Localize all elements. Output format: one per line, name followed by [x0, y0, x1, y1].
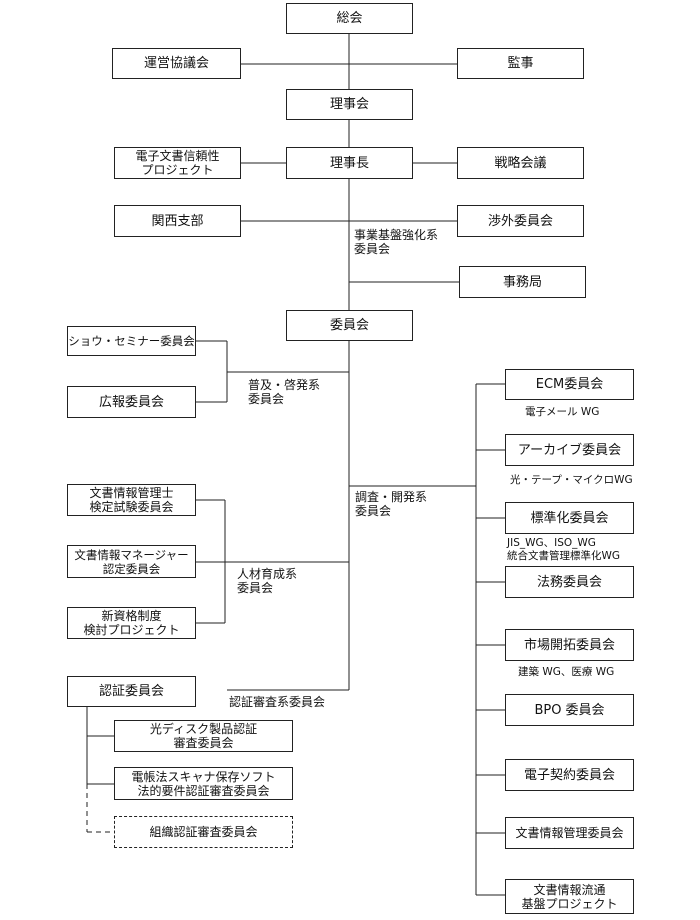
- promotion-line1: 普及・啓発系: [248, 378, 321, 392]
- optical-disc-line2: 審査委員会: [173, 736, 234, 750]
- research-development-label: 調査・開発系 委員会: [355, 490, 427, 518]
- e-document-project-line2: プロジェクト: [141, 163, 214, 177]
- chairman-box: 理事長: [286, 147, 413, 179]
- e-document-project-line1: 電子文書信頼性: [135, 149, 220, 163]
- scanner-software-line2: 法的要件認証審査委員会: [137, 783, 270, 798]
- standardization-wg-note-1: JIS_WG、ISO_WG: [507, 537, 596, 549]
- auditor-label: 監事: [507, 56, 534, 71]
- exam-committee-line1: 文書情報管理士: [89, 486, 174, 500]
- optical-disc-box: 光ディスク製品認証 審査委員会: [114, 720, 293, 752]
- standardization-committee-box: 標準化委員会: [505, 502, 634, 534]
- legal-committee-box: 法務委員会: [505, 566, 634, 598]
- document-management-box: 文書情報管理委員会: [505, 817, 634, 849]
- document-distribution-line1: 文書情報流通: [533, 882, 606, 897]
- pr-committee-label: 広報委員会: [98, 394, 164, 410]
- auditor-box: 監事: [457, 48, 584, 79]
- document-management-label: 文書情報管理委員会: [515, 825, 624, 840]
- new-qualification-box: 新資格制度 検討プロジェクト: [67, 607, 196, 639]
- show-seminar-label: ショウ・セミナー委員会: [68, 333, 195, 348]
- scanner-software-box: 電帳法スキャナ保存ソフト 法的要件認証審査委員会: [114, 767, 293, 800]
- business-foundation-line1: 事業基盤強化系: [354, 228, 439, 242]
- committee-label: 委員会: [329, 318, 369, 333]
- secretariat-box: 事務局: [459, 266, 586, 298]
- hr-development-line2: 委員会: [237, 581, 274, 595]
- secretariat-label: 事務局: [502, 274, 542, 290]
- research-development-line2: 委員会: [355, 504, 392, 518]
- standardization-wg-note-2: 統合文書管理標準化WG: [507, 550, 621, 562]
- archive-committee-label: アーカイブ委員会: [517, 442, 622, 458]
- e-contract-committee-box: 電子契約委員会: [505, 759, 634, 791]
- organization-review-box: 組織認証審査委員会: [114, 816, 293, 848]
- promotion-label: 普及・啓発系 委員会: [248, 378, 320, 406]
- market-development-box: 市場開拓委員会: [505, 629, 634, 661]
- legal-committee-label: 法務委員会: [536, 574, 602, 590]
- exam-committee-box: 文書情報管理士 検定試験委員会: [67, 484, 196, 516]
- external-relations-label: 渉外委員会: [487, 213, 553, 229]
- e-contract-committee-label: 電子契約委員会: [523, 767, 615, 783]
- board-label: 理事会: [329, 97, 369, 112]
- strategy-meeting-label: 戦略会議: [494, 155, 547, 171]
- manager-certification-box: 文書情報マネージャー 認定委員会: [67, 545, 196, 578]
- standardization-committee-label: 標準化委員会: [530, 510, 609, 526]
- steering-council-label: 運営協議会: [143, 56, 209, 71]
- ecm-committee-label: ECM委員会: [535, 377, 604, 392]
- strategy-meeting-box: 戦略会議: [457, 147, 584, 179]
- steering-council-box: 運営協議会: [112, 48, 241, 79]
- chairman-label: 理事長: [329, 155, 369, 171]
- kansai-branch-label: 関西支部: [151, 213, 204, 229]
- show-seminar-box: ショウ・セミナー委員会: [67, 326, 196, 356]
- certification-review-label: 認証審査系委員会: [229, 695, 326, 709]
- ecm-wg-note: 電子メール WG: [525, 406, 600, 418]
- business-foundation-label: 事業基盤強化系 委員会: [354, 228, 438, 256]
- manager-certification-line1: 文書情報マネージャー: [74, 547, 189, 562]
- bpo-committee-box: BPO 委員会: [505, 694, 634, 726]
- external-relations-box: 渉外委員会: [457, 205, 584, 237]
- general-assembly-label: 総会: [336, 11, 363, 26]
- document-distribution-line2: 基盤プロジェクト: [521, 896, 618, 911]
- new-qualification-line1: 新資格制度: [101, 609, 162, 623]
- bpo-committee-label: BPO 委員会: [534, 702, 605, 718]
- board-box: 理事会: [286, 89, 413, 120]
- market-wg-note: 建築 WG、医療 WG: [518, 666, 615, 678]
- new-qualification-line2: 検討プロジェクト: [83, 623, 180, 637]
- optical-disc-line1: 光ディスク製品認証: [149, 722, 258, 736]
- research-development-line1: 調査・開発系: [355, 490, 428, 504]
- committee-box: 委員会: [286, 310, 413, 341]
- organization-review-label: 組織認証審査委員会: [149, 824, 258, 839]
- archive-wg-note: 光・テープ・マイクロWG: [510, 474, 633, 486]
- hr-development-line1: 人材育成系: [237, 567, 298, 581]
- promotion-line2: 委員会: [248, 392, 285, 406]
- archive-committee-box: アーカイブ委員会: [505, 434, 634, 466]
- general-assembly-box: 総会: [286, 3, 413, 34]
- hr-development-label: 人材育成系 委員会: [237, 567, 297, 595]
- certification-committee-box: 認証委員会: [67, 676, 196, 707]
- e-document-project-box: 電子文書信頼性 プロジェクト: [114, 147, 241, 179]
- pr-committee-box: 広報委員会: [67, 386, 196, 418]
- market-development-label: 市場開拓委員会: [523, 637, 615, 653]
- scanner-software-line1: 電帳法スキャナ保存ソフト: [131, 769, 276, 784]
- business-foundation-line2: 委員会: [354, 242, 391, 256]
- ecm-committee-box: ECM委員会: [505, 369, 634, 400]
- exam-committee-line2: 検定試験委員会: [89, 500, 174, 514]
- document-distribution-box: 文書情報流通 基盤プロジェクト: [505, 879, 634, 914]
- manager-certification-line2: 認定委員会: [102, 561, 161, 576]
- certification-committee-label: 認証委員会: [98, 684, 164, 699]
- kansai-branch-box: 関西支部: [114, 205, 241, 237]
